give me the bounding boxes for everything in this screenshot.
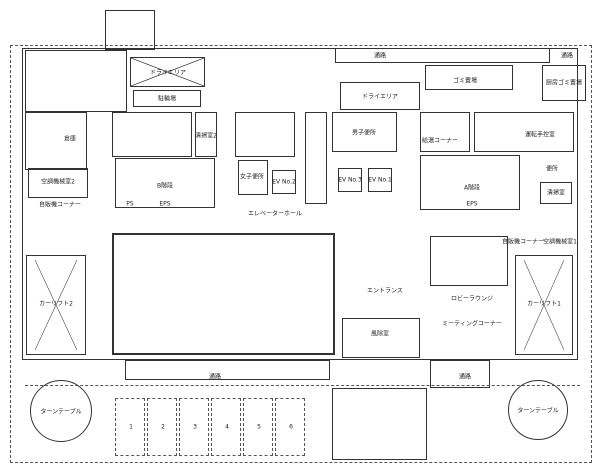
boundary-line xyxy=(25,385,580,386)
cleaning-room xyxy=(540,182,572,204)
label-mens-restroom: 男子便所 xyxy=(351,129,377,137)
building-outline xyxy=(22,48,578,360)
kitchenette xyxy=(420,112,470,152)
label-ev-3: EV No.3 xyxy=(338,176,362,184)
passage-bottom-right xyxy=(430,360,490,388)
label-entrance: エントランス xyxy=(367,287,403,295)
driveway-ramp xyxy=(332,388,427,460)
kitchen-garbage-area xyxy=(542,65,586,101)
womens-restroom xyxy=(238,160,268,195)
label-passage-top: 通路 xyxy=(373,52,387,60)
label-ac-machine-room-1: 空調機械室1 xyxy=(543,238,577,246)
parking-space: 1 xyxy=(115,398,145,456)
label-turntable-left: ターンテーブル xyxy=(40,408,82,416)
label-elevator-hall: エレベーターホール xyxy=(247,210,303,218)
bicycle-parking xyxy=(133,90,201,107)
parking-space: 2 xyxy=(147,398,177,456)
room-right-middle xyxy=(430,236,508,286)
ac-machine-room-2 xyxy=(28,168,88,198)
dry-area-1 xyxy=(130,57,205,87)
label-eps-left: EPS xyxy=(159,200,171,208)
label-driver-waiting-room: 運転手控室 xyxy=(524,131,556,139)
label-stair-b: B階段 xyxy=(156,182,174,190)
parking-space-number: 3 xyxy=(193,423,197,431)
label-storage: 倉庫 xyxy=(63,135,77,143)
label-womens-restroom: 女子便所 xyxy=(239,173,265,181)
elevator-3 xyxy=(338,168,362,192)
label-ev-2: EV No.2 xyxy=(272,178,296,186)
label-toilet: 便所 xyxy=(545,165,559,173)
label-dry-area-1: ドライエリア xyxy=(150,69,186,77)
label-garbage: ゴミ置場 xyxy=(452,77,478,85)
large-hall xyxy=(112,233,335,355)
label-car-lift-2: カーリフト2 xyxy=(39,300,73,308)
parking-space: 5 xyxy=(243,398,273,456)
stair-a xyxy=(420,155,520,210)
parking-space: 6 xyxy=(275,398,305,456)
label-ps-left: PS xyxy=(126,200,134,208)
parking-space-number: 5 xyxy=(257,423,261,431)
label-kitchenette: 給湯コーナー xyxy=(421,137,459,145)
label-car-lift-1: カーリフト1 xyxy=(527,300,561,308)
exterior-stair xyxy=(105,10,155,50)
label-passage-top-right: 通路 xyxy=(560,52,574,60)
garbage-area xyxy=(425,65,513,90)
label-stair-a: A階段 xyxy=(463,184,481,192)
room-core-top xyxy=(235,112,295,157)
elevator-1 xyxy=(368,168,392,192)
label-cleaning-room: 清掃室 xyxy=(546,189,566,197)
car-lift-1 xyxy=(515,255,573,355)
label-lobby-lounge: ロビーラウンジ xyxy=(450,295,494,303)
label-kitchen-garbage: 厨房ゴミ置場 xyxy=(545,79,583,87)
windbreak-room xyxy=(342,318,420,358)
room-top-left xyxy=(25,50,127,112)
label-passage-bottom-right: 通路 xyxy=(458,373,472,381)
parking-space: 3 xyxy=(179,398,209,456)
label-ev-1: EV No.1 xyxy=(368,176,392,184)
passage-bottom-left xyxy=(125,360,330,380)
parking-space-number: 6 xyxy=(289,423,293,431)
label-windbreak: 風除室 xyxy=(370,330,390,338)
label-cleaning-room-2: 清掃室2 xyxy=(195,132,217,140)
parking-space-number: 1 xyxy=(129,423,133,431)
label-meeting-corner: ミーティングコーナー xyxy=(442,320,502,328)
label-vending-corner-right: 自販機コーナー xyxy=(501,238,545,246)
label-dry-area-2: ドライエリア xyxy=(362,93,398,101)
label-turntable-right: ターンテーブル xyxy=(517,407,559,415)
parking-space-number: 2 xyxy=(161,423,165,431)
storage-room xyxy=(25,112,87,170)
turntable-right xyxy=(508,380,568,440)
elevator-2 xyxy=(272,170,296,194)
label-eps-right: EPS xyxy=(466,200,478,208)
passage-top xyxy=(335,48,550,63)
driver-waiting-room xyxy=(474,112,574,152)
label-bicycle-parking: 駐輪場 xyxy=(157,95,177,103)
cleaning-room-2 xyxy=(195,112,217,157)
turntable-left xyxy=(30,380,92,442)
label-ac-machine-room-2: 空調機械室2 xyxy=(41,178,75,186)
mens-restroom xyxy=(332,112,397,152)
parking-space-number: 4 xyxy=(225,423,229,431)
site-boundary xyxy=(10,45,592,463)
label-vending-corner-left: 自販機コーナー xyxy=(38,201,82,209)
stair-b xyxy=(115,158,215,208)
label-passage-bottom-left: 通路 xyxy=(208,373,222,381)
car-lift-2 xyxy=(26,255,86,355)
parking-space: 4 xyxy=(211,398,241,456)
shaft xyxy=(305,112,327,204)
dry-area-2 xyxy=(340,82,420,110)
room-above-stair-b xyxy=(112,112,192,157)
